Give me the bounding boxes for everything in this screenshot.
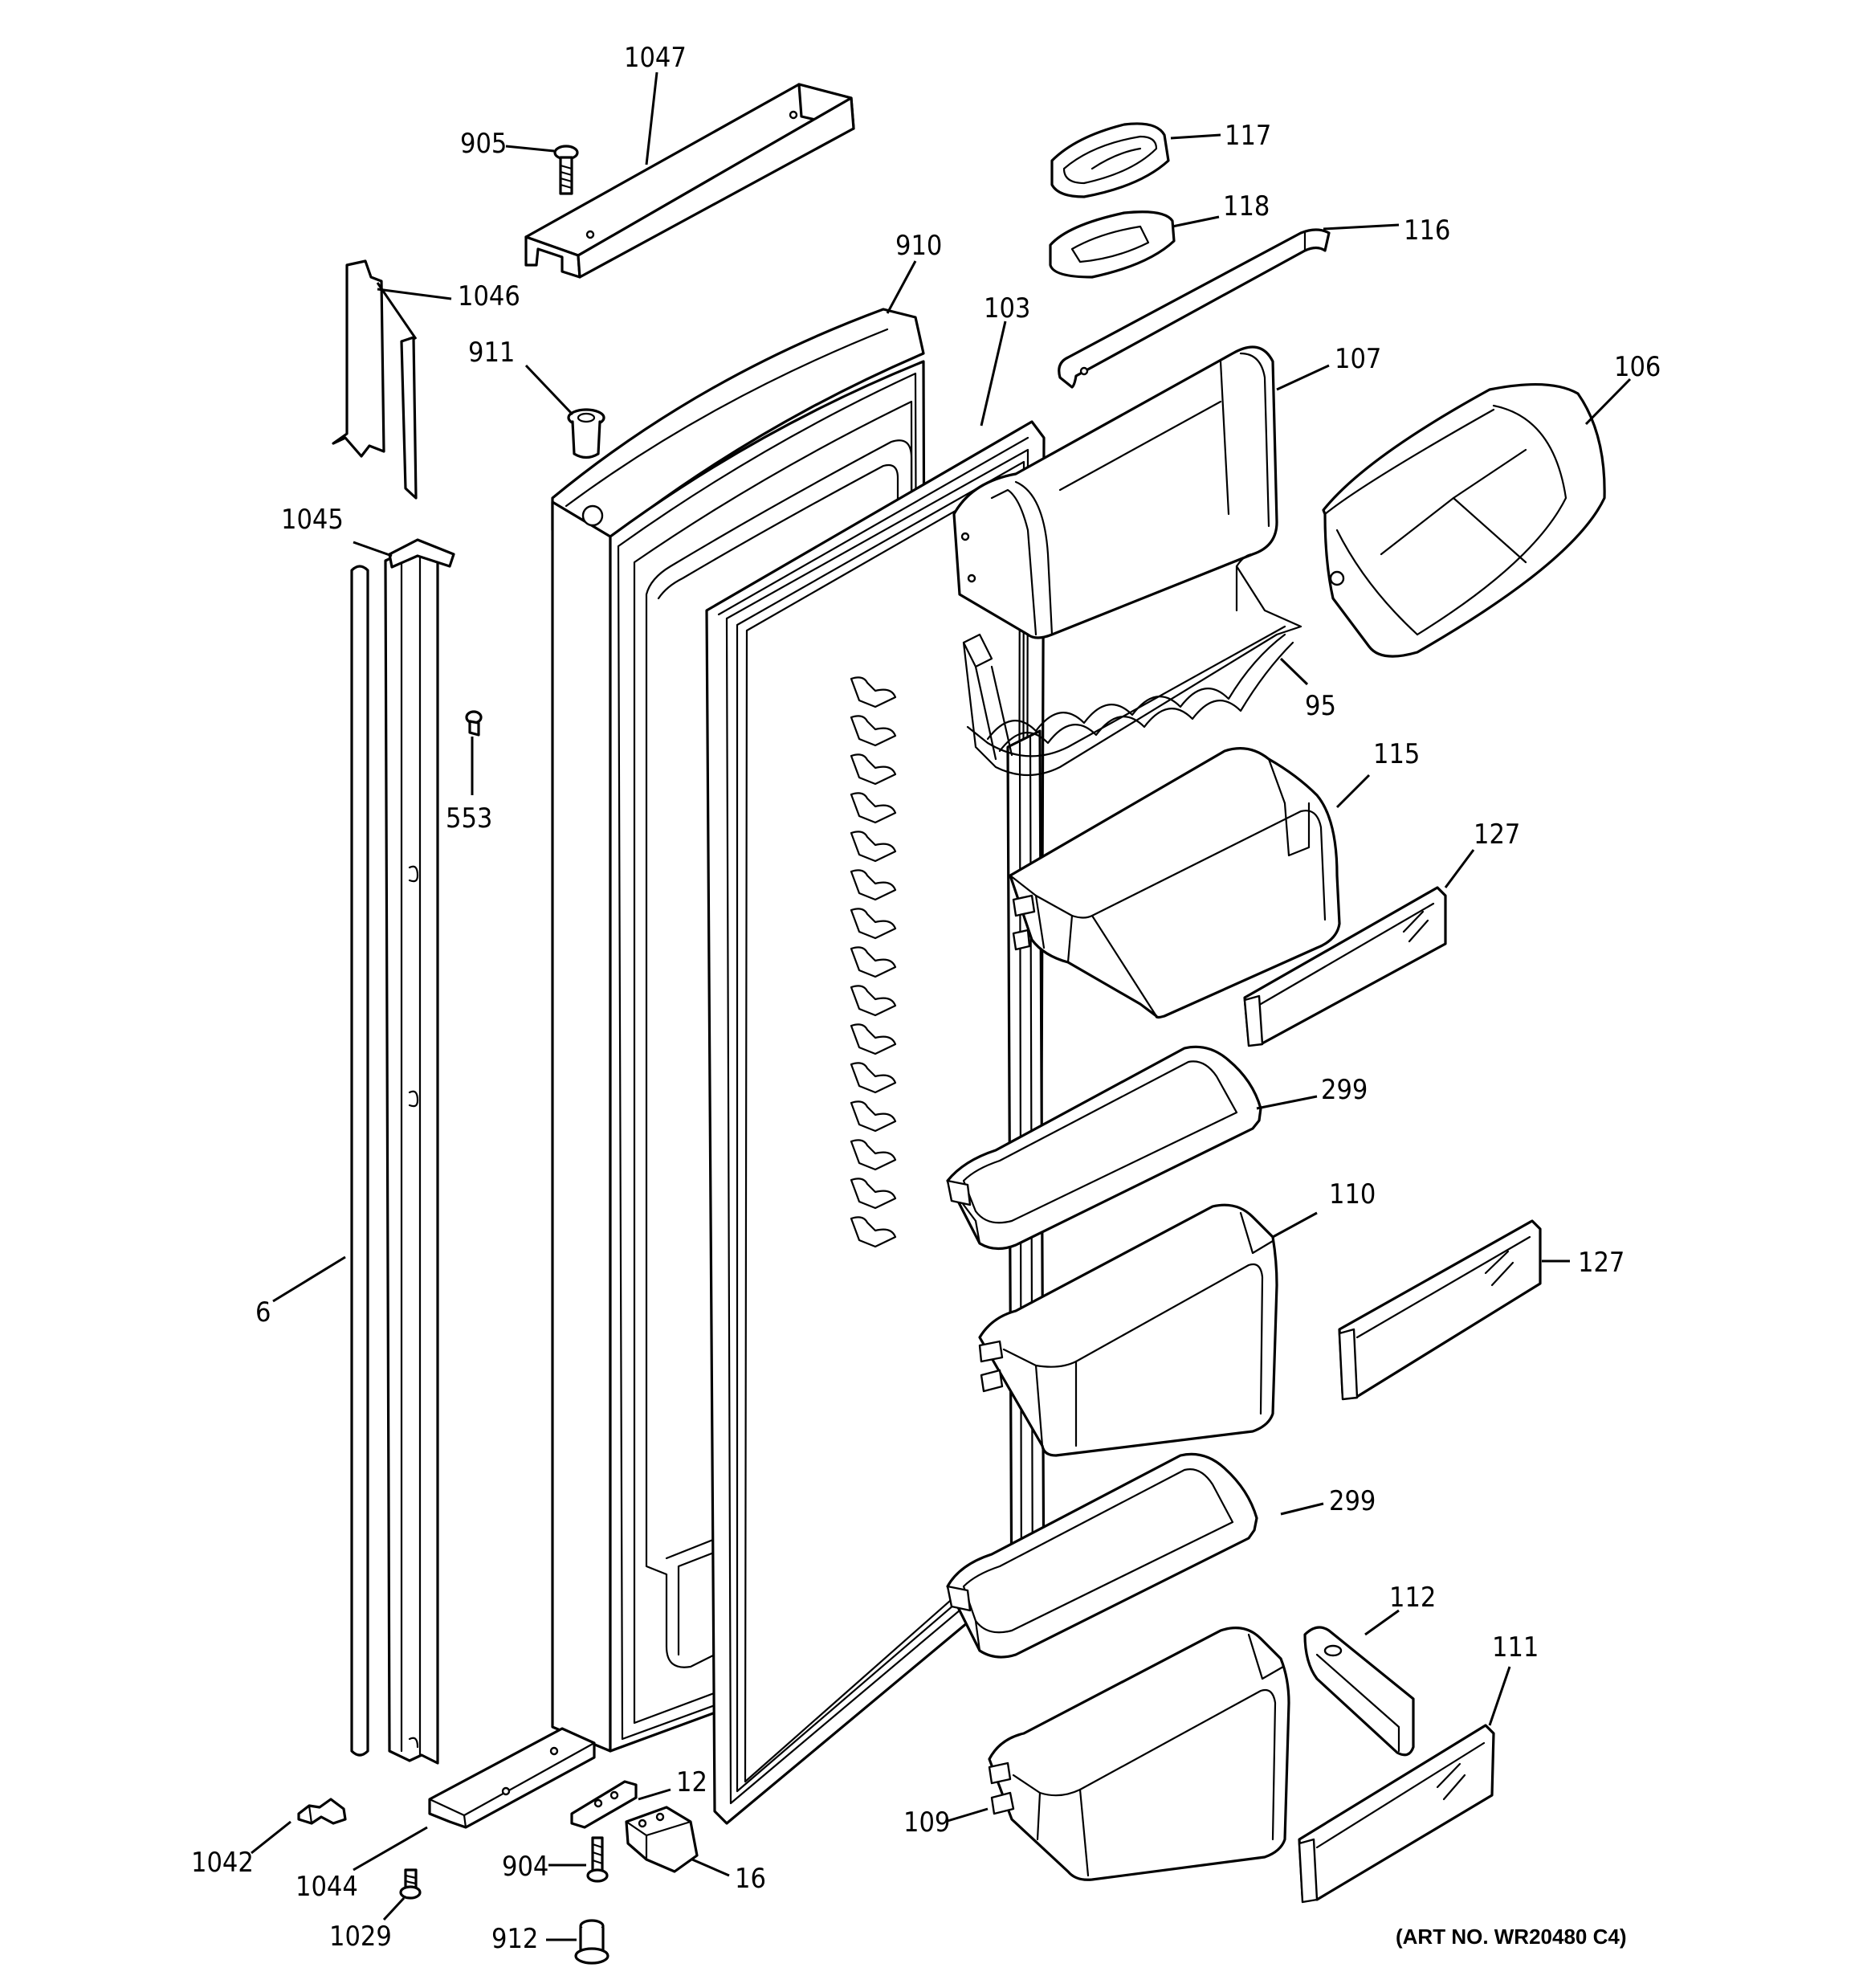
- callout-106: 106: [1614, 351, 1661, 383]
- callout-1044: 1044: [296, 1871, 358, 1903]
- part-299-shelf-upper: [946, 1045, 1262, 1251]
- callout-118: 118: [1223, 190, 1270, 222]
- callout-6: 6: [255, 1296, 271, 1329]
- callout-16: 16: [735, 1863, 766, 1895]
- callout-115: 115: [1373, 738, 1420, 770]
- part-127-bin-front-lower: [1338, 1219, 1542, 1401]
- part-109-door-bin: [988, 1627, 1290, 1881]
- part-1044-bottom-hinge: [428, 1727, 596, 1829]
- part-95-wire-rack: [962, 553, 1302, 777]
- part-116-door-rail-bar: [1058, 228, 1331, 389]
- callout-553: 553: [446, 802, 492, 835]
- part-1046-trim-pieces: [332, 259, 418, 500]
- part-110-door-bin: [978, 1203, 1278, 1457]
- callout-117: 117: [1225, 120, 1271, 152]
- callout-112: 112: [1389, 1582, 1436, 1614]
- part-107-dairy-bin: [952, 345, 1278, 639]
- callout-1046: 1046: [458, 280, 520, 312]
- part-553-screw: [465, 710, 483, 737]
- callout-111: 111: [1492, 1631, 1539, 1663]
- callout-904: 904: [502, 1851, 548, 1883]
- callout-127-lower: 127: [1578, 1247, 1625, 1279]
- part-1047-top-hinge-bracket: [524, 83, 855, 279]
- art-number: (ART NO. WR20480 C4): [1396, 1925, 1627, 1949]
- callout-116: 116: [1404, 214, 1450, 247]
- part-904-screw: [586, 1836, 609, 1883]
- part-6-door-gasket-strip: [350, 565, 369, 1757]
- part-1045-door-channel: [384, 538, 455, 1765]
- part-127-bin-front-upper: [1243, 886, 1447, 1047]
- shelf-support-ribs: [850, 676, 897, 1248]
- callout-299-lower: 299: [1329, 1485, 1376, 1517]
- callout-299-upper: 299: [1321, 1074, 1368, 1106]
- part-111-bin-front: [1298, 1724, 1495, 1904]
- callout-107: 107: [1335, 343, 1381, 375]
- part-12-hinge-plate: [570, 1780, 638, 1829]
- callout-1029: 1029: [329, 1921, 392, 1953]
- leader-lines: [251, 71, 1632, 1941]
- callout-911: 911: [468, 337, 515, 369]
- part-912-bushing: [574, 1919, 609, 1965]
- part-118-dairy-frame: [1049, 210, 1176, 279]
- callout-1045: 1045: [281, 504, 344, 536]
- part-117-dairy-door: [1050, 122, 1170, 198]
- callout-labels: 1047 905 1046 911 910 103 117 118 116 10…: [191, 42, 1661, 1955]
- callout-127-upper: 127: [1474, 818, 1520, 851]
- callout-103: 103: [984, 292, 1030, 325]
- part-115-door-bin: [1009, 747, 1341, 1019]
- part-911-hinge-bushing: [567, 408, 605, 459]
- part-1029-screw: [399, 1868, 422, 1900]
- callout-95: 95: [1305, 690, 1336, 722]
- callout-910: 910: [895, 230, 942, 262]
- part-16-hinge-block: [625, 1806, 699, 1873]
- part-299-shelf-lower: [946, 1452, 1258, 1659]
- callout-912: 912: [491, 1923, 538, 1955]
- part-106-bin-cover: [1322, 382, 1606, 658]
- part-1042-clip: [297, 1798, 347, 1825]
- callout-110: 110: [1329, 1178, 1376, 1210]
- callout-1042: 1042: [191, 1847, 254, 1879]
- part-905-screw: [553, 145, 579, 195]
- part-112-bin-end-clip: [1303, 1626, 1415, 1757]
- callout-12: 12: [676, 1766, 707, 1798]
- callout-905: 905: [460, 128, 507, 160]
- callout-109: 109: [903, 1806, 950, 1839]
- callout-1047: 1047: [624, 42, 687, 74]
